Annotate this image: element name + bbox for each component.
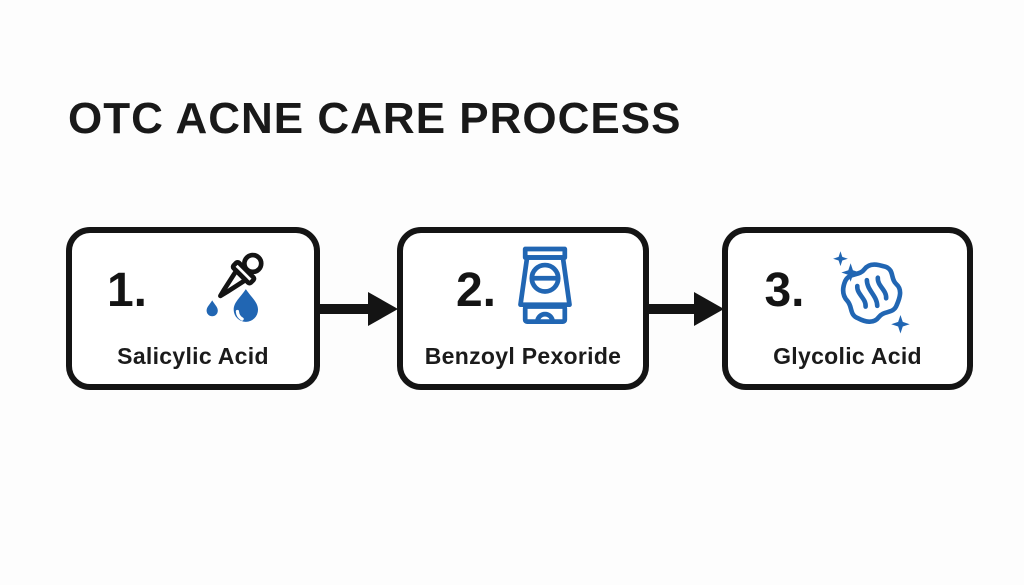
step-box-glycolic-acid: 3. Glycolic Acid [722, 227, 973, 390]
step-box-salicylic-acid: 1. Salicylic Acid [66, 227, 320, 390]
step-label: Glycolic Acid [773, 343, 922, 369]
step-number: 3. [764, 264, 805, 317]
step-label: Salicylic Acid [117, 343, 269, 369]
step-label: Benzoyl Pexoride [424, 343, 622, 369]
step-1-header: 1. [107, 243, 267, 339]
page-title: OTC ACNE CARE PROCESS [68, 94, 682, 143]
arrow-right-icon [646, 289, 726, 329]
step-2-header: 2. [456, 243, 578, 339]
arrow-right-icon [316, 289, 400, 329]
cleansing-wipe-icon [821, 243, 919, 339]
step-box-benzoyl-pexoride: 2. Benzoyl Pexoride [397, 227, 649, 390]
dropper-icon [163, 248, 267, 334]
step-3-header: 3. [764, 243, 918, 339]
step-number: 1. [106, 264, 148, 317]
step-number: 2. [455, 264, 497, 317]
cream-tube-icon [512, 246, 578, 336]
